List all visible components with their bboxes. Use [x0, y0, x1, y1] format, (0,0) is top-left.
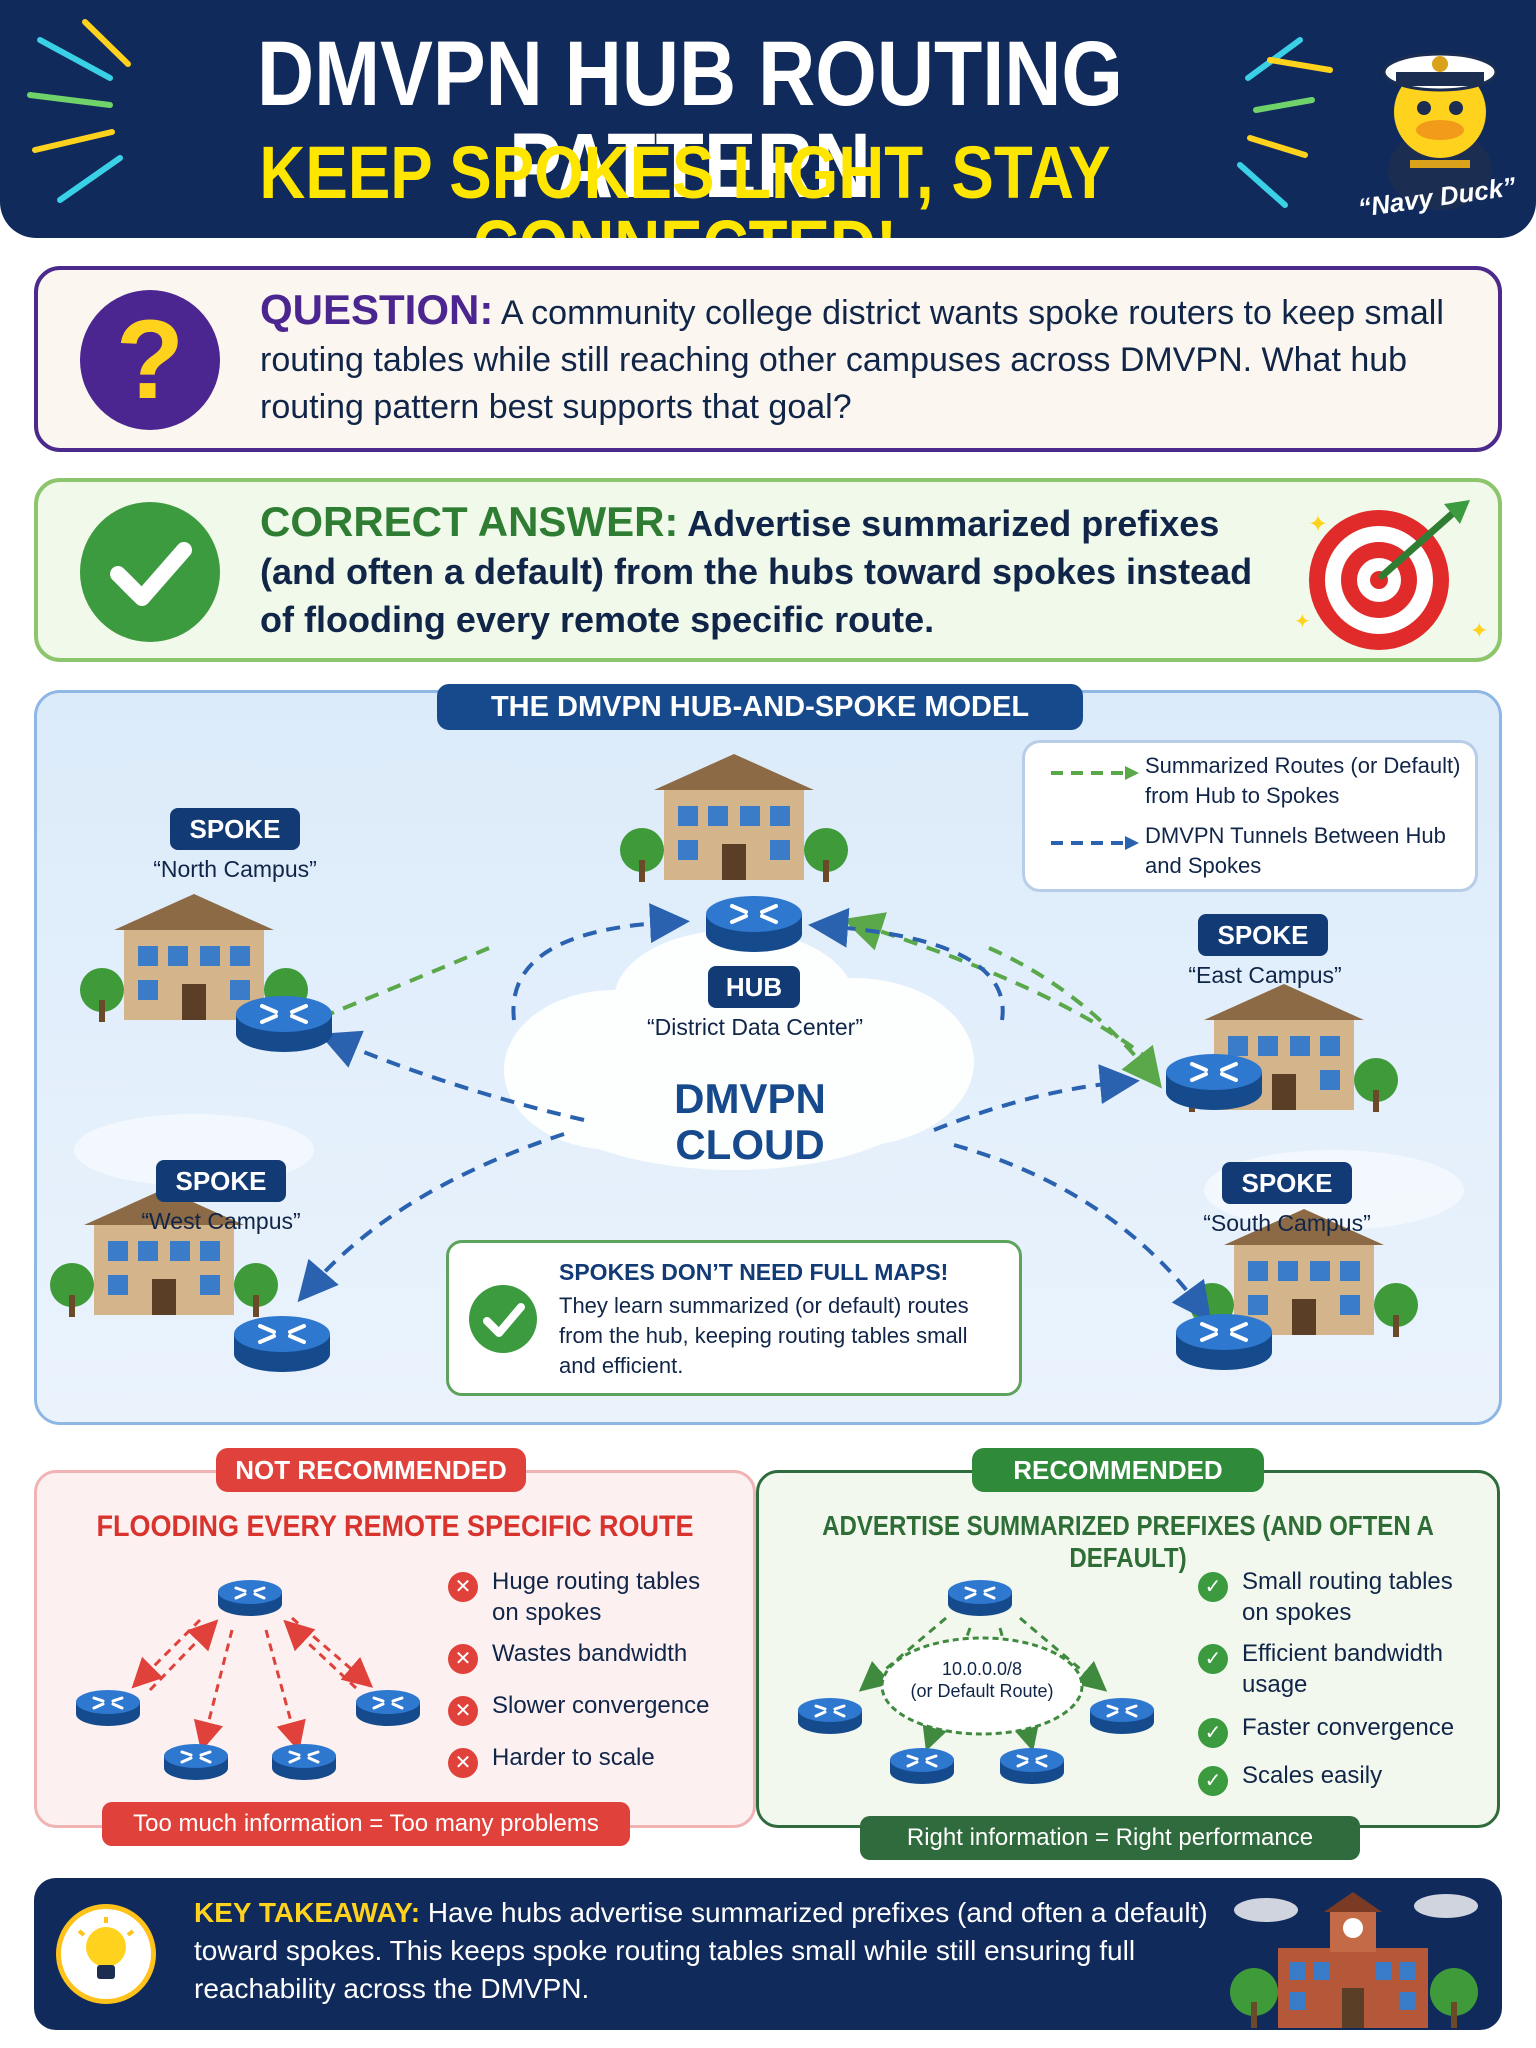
navy-duck-mascot-icon	[1382, 52, 1498, 210]
question-mark-icon: ?	[80, 290, 220, 430]
tunnel-arrow-east	[933, 1064, 1140, 1132]
not-recommended-footer: Too much information = Too many problems	[102, 1802, 630, 1846]
summary-route-arrow-return	[842, 912, 1154, 1064]
recommended-title: ADVERTISE SUMMARIZED PREFIXES (AND OFTEN…	[822, 1510, 1434, 1573]
good-item-3: Faster convergence	[1242, 1714, 1455, 1741]
answer-label: CORRECT ANSWER:	[260, 498, 679, 545]
north-spoke-tag: SPOKE	[170, 808, 300, 850]
tunnel-arrow-north	[319, 1030, 585, 1122]
lightbulb-icon	[56, 1904, 156, 2004]
summary-prefix-label: 10.0.0.0/8 (or Default Route)	[898, 1658, 1066, 1702]
page-subtitle: KEEP SPOKES LIGHT, STAY CONNECTED!	[259, 131, 1111, 239]
south-router-icon	[1174, 1312, 1274, 1372]
cross-icon: ✕	[448, 1572, 478, 1602]
bad-item-3: Slower convergence	[492, 1692, 710, 1719]
legend-dmvpn-tunnels: DMVPN Tunnels Between Hub and Spokes	[1145, 823, 1446, 878]
spokes-note-card: SPOKES DON’T NEED FULL MAPS! They learn …	[446, 1240, 1022, 1396]
legend-arrows	[1051, 766, 1139, 850]
check-icon: ✓	[1198, 1766, 1228, 1796]
east-spoke-tag: SPOKE	[1198, 914, 1328, 956]
dmvpn-cloud-label: DMVPN CLOUD	[640, 1076, 860, 1168]
answer-text: Advertise summarized prefixes (and often…	[260, 503, 1253, 640]
east-router-icon	[1164, 1052, 1264, 1112]
tunnel-arrow-hub-right	[808, 907, 1005, 1021]
check-icon: ✓	[1198, 1718, 1228, 1748]
cloud-label-line2: CLOUD	[675, 1121, 825, 1168]
question-text: A community college district wants spoke…	[260, 294, 1444, 426]
checkmark-icon	[80, 502, 220, 642]
bad-item-2: Wastes bandwidth	[492, 1640, 688, 1667]
good-item-1: Small routing tables on spokes	[1242, 1568, 1453, 1626]
hub-building-icon	[620, 754, 848, 882]
west-spoke-tag: SPOKE	[156, 1160, 286, 1202]
good-item-4: Scales easily	[1242, 1762, 1383, 1789]
cloud-label-line1: DMVPN	[674, 1075, 826, 1122]
cross-icon: ✕	[448, 1696, 478, 1726]
summary-prefix-note: (or Default Route)	[910, 1681, 1054, 1701]
summary-prefix: 10.0.0.0/8	[941, 1659, 1023, 1679]
tunnel-arrow-hub-left	[511, 903, 690, 1021]
east-campus-name: “East Campus”	[1188, 962, 1342, 988]
question-card: ? QUESTION: A community college district…	[34, 266, 1502, 452]
note-title: SPOKES DON’T NEED FULL MAPS!	[559, 1259, 949, 1285]
key-takeaway-label: KEY TAKEAWAY:	[194, 1897, 421, 1928]
recommended-footer: Right information = Right performance	[860, 1816, 1360, 1860]
cross-icon: ✕	[448, 1748, 478, 1778]
not-recommended-badge: NOT RECOMMENDED	[216, 1448, 526, 1492]
svg-text:✦: ✦	[1308, 511, 1328, 538]
north-router-icon	[234, 994, 334, 1054]
header-banner: DMVPN HUB ROUTING PATTERN KEEP SPOKES LI…	[0, 0, 1536, 238]
svg-text:✦: ✦	[1294, 611, 1311, 633]
diagram-title: THE DMVPN HUB-AND-SPOKE MODEL	[437, 684, 1083, 730]
legend-summary-routes: Summarized Routes (or Default) from Hub …	[1145, 753, 1461, 808]
west-campus-name: “West Campus”	[141, 1208, 301, 1234]
bad-item-4: Harder to scale	[492, 1744, 655, 1771]
note-check-icon	[469, 1285, 537, 1353]
good-item-2: Efficient bandwidth usage	[1242, 1640, 1444, 1698]
tunnel-arrow-west	[297, 1132, 565, 1303]
cross-icon: ✕	[448, 1644, 478, 1674]
note-body: They learn summarized (or default) route…	[559, 1293, 969, 1378]
check-icon: ✓	[1198, 1572, 1228, 1602]
answer-text-block: CORRECT ANSWER: Advertise summarized pre…	[260, 498, 1280, 644]
hub-tag: HUB	[708, 966, 800, 1008]
diagram-legend: Summarized Routes (or Default) from Hub …	[1022, 740, 1478, 892]
page-title: DMVPN HUB ROUTING PATTERN	[257, 23, 1123, 217]
tunnel-arrow-south	[953, 1143, 1212, 1323]
dmvpn-cloud-shape	[504, 930, 974, 1170]
target-dart-icon: ✦ ✦ ✦	[1294, 500, 1488, 650]
summary-route-arrow-north	[265, 946, 490, 1044]
key-takeaway-text-block: KEY TAKEAWAY: Have hubs advertise summar…	[194, 1894, 1224, 2008]
recommended-badge: RECOMMENDED	[972, 1448, 1264, 1492]
west-router-icon	[232, 1314, 332, 1374]
north-campus-name: “North Campus”	[153, 856, 317, 882]
hub-name: “District Data Center”	[647, 1014, 863, 1040]
question-label: QUESTION:	[260, 286, 494, 333]
svg-text:✦: ✦	[1470, 618, 1488, 643]
hub-router-icon	[704, 894, 804, 954]
burst-rays-decoration	[27, 19, 1333, 208]
check-icon: ✓	[1198, 1644, 1228, 1674]
question-text-block: QUESTION: A community college district w…	[260, 286, 1480, 431]
bad-item-1: Huge routing tables on spokes	[492, 1568, 701, 1626]
answer-card: CORRECT ANSWER: Advertise summarized pre…	[34, 478, 1502, 662]
not-recommended-title: FLOODING EVERY REMOTE SPECIFIC ROUTE	[96, 1510, 694, 1543]
campus-building-icon	[1230, 1892, 1478, 2028]
south-spoke-tag: SPOKE	[1222, 1162, 1352, 1204]
summary-route-arrow-east	[988, 946, 1162, 1089]
south-campus-name: “South Campus”	[1203, 1210, 1371, 1236]
key-takeaway-text: Have hubs advertise summarized prefixes …	[194, 1897, 1208, 2004]
